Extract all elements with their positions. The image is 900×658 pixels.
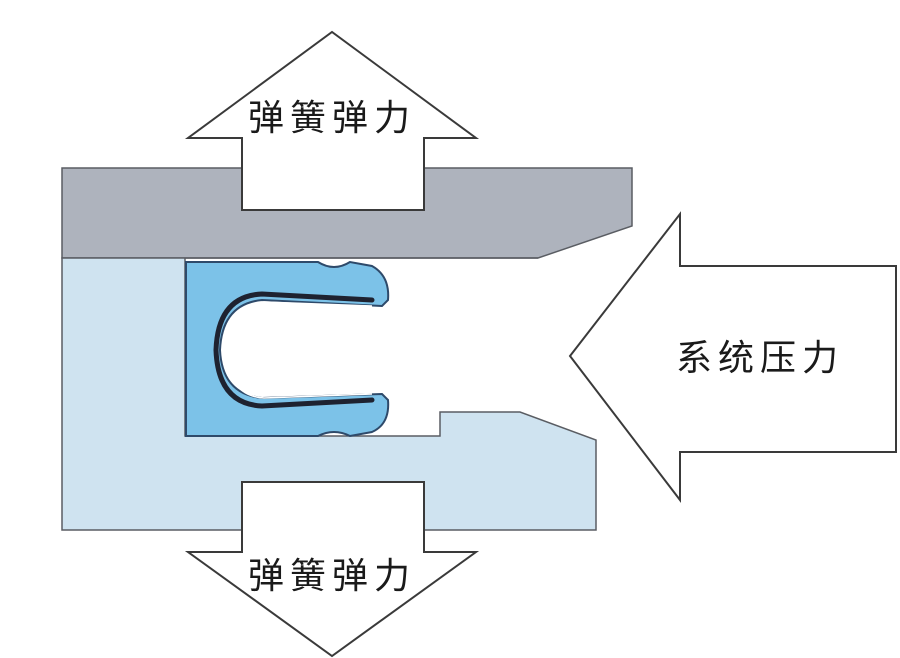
right-arrow-label: 系统压力 <box>676 338 844 379</box>
spring-element <box>213 291 375 409</box>
top-arrow <box>184 30 480 211</box>
seal-body <box>185 260 390 438</box>
upper-plate <box>61 167 633 259</box>
right-arrow <box>568 211 897 503</box>
bottom-arrow-label: 弹簧弹力 <box>248 556 416 597</box>
bottom-arrow <box>184 481 480 658</box>
top-arrow-label: 弹簧弹力 <box>248 98 416 139</box>
